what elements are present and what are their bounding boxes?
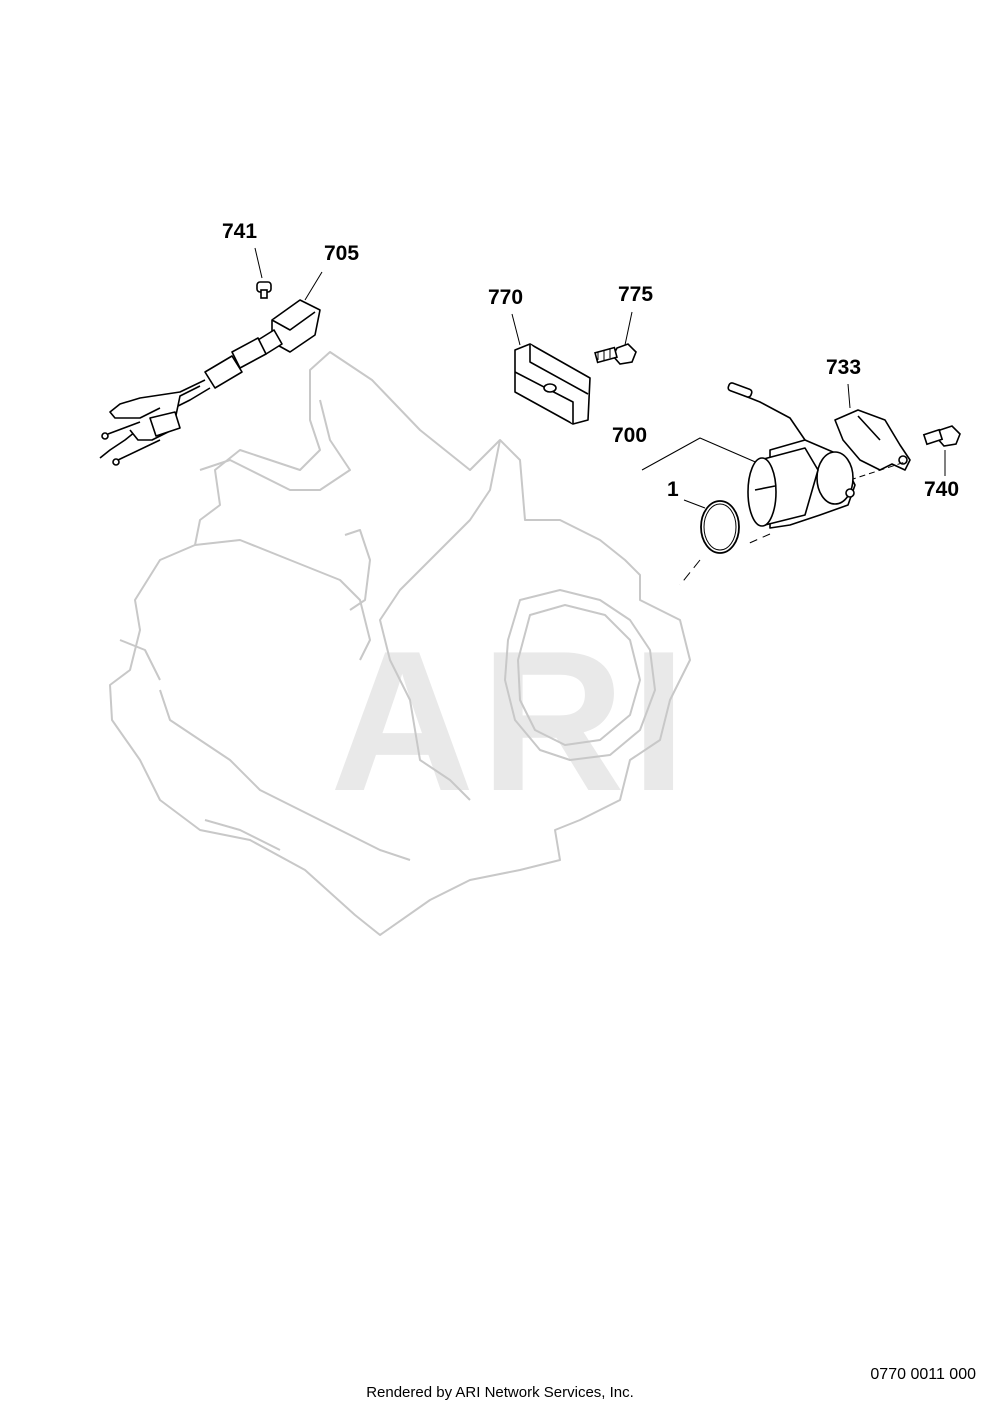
callout-740: 740 [924,478,960,501]
part-741-screw [254,247,272,299]
callout-1: 1 [667,478,679,501]
rendered-by-credit: Rendered by ARI Network Services, Inc. [366,1384,634,1401]
engine-ghost-outline [109,351,691,936]
callout-775: 775 [618,283,654,306]
callout-770: 770 [488,286,524,309]
drawing-code: 0770 0011 000 [870,1366,976,1383]
callout-741: 741 [222,220,258,243]
part-740-screw [922,425,961,476]
part-705-switch-harness [99,271,323,466]
part-1-o-ring [679,499,740,586]
part-700-solenoid [641,382,856,546]
part-775-screw [594,311,637,365]
part-770-bracket [511,313,591,425]
callout-705: 705 [324,242,360,265]
part-733-cover [834,383,911,481]
callout-733: 733 [826,356,862,379]
callout-700: 700 [612,424,648,447]
